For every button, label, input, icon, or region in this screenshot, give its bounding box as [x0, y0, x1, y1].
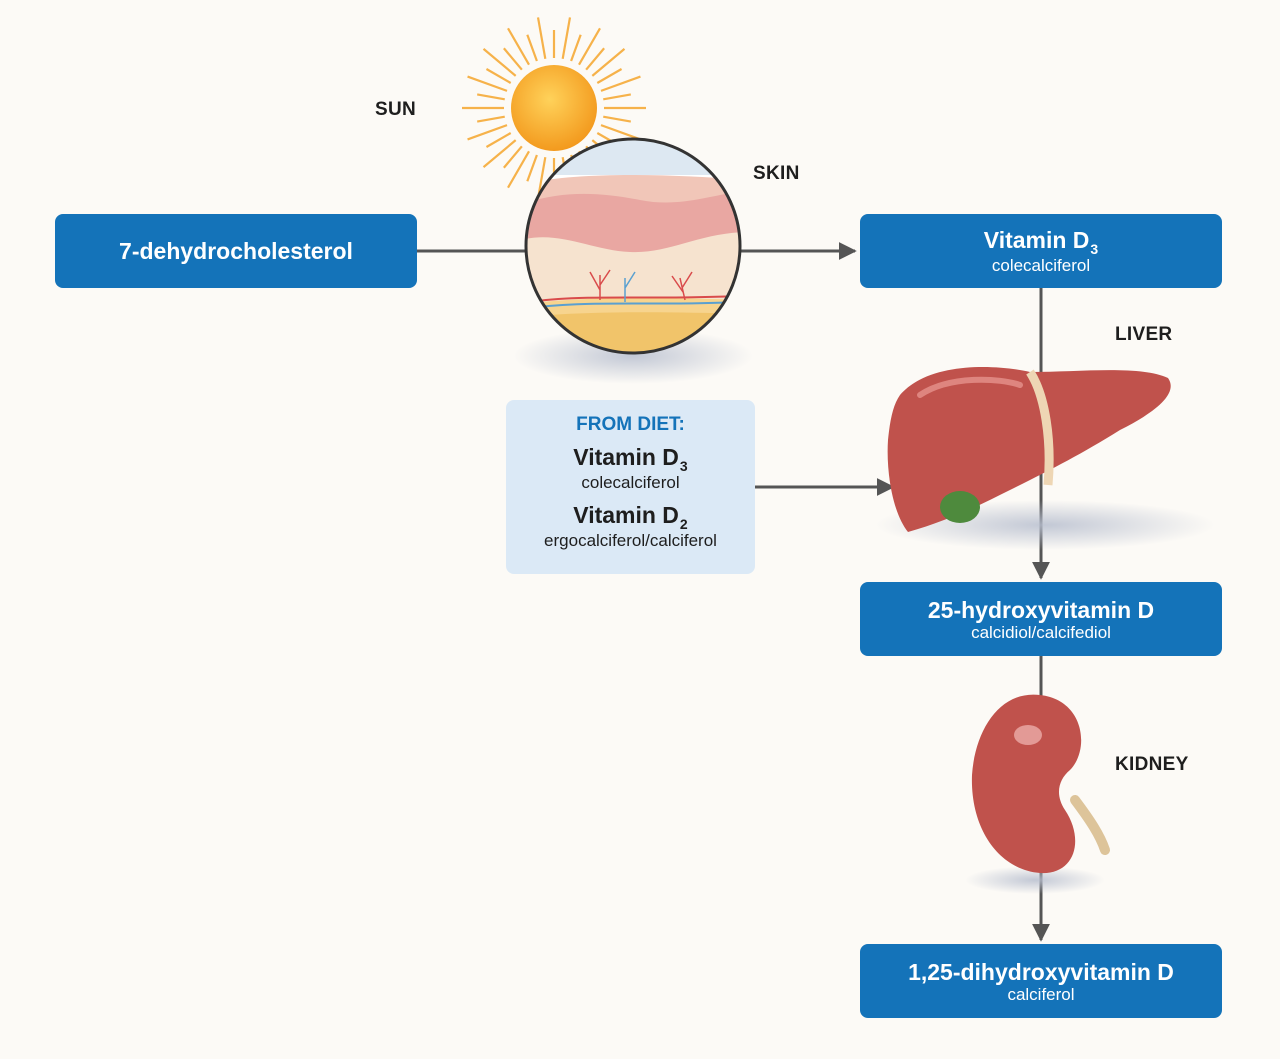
- diet-panel: FROM DIET: Vitamin D3 colecalciferol Vit…: [506, 400, 755, 574]
- kidney-icon: [965, 694, 1110, 894]
- precursor-box: 7-dehydrocholesterol: [55, 214, 417, 288]
- vitamin-d3-box: Vitamin D3 colecalciferol: [860, 214, 1222, 288]
- sun-ray: [526, 154, 538, 182]
- diet-item-d3-title: Vitamin D3: [573, 444, 688, 474]
- sun-ray: [485, 68, 512, 84]
- vitamin-d3-subtitle: colecalciferol: [991, 256, 1091, 275]
- skin-cross-section-icon: [513, 137, 753, 384]
- dihydroxyvitamin-box: 1,25-dihydroxyvitamin D calciferol: [860, 944, 1222, 1018]
- dihydroxyvitamin-subtitle: calciferol: [1007, 984, 1075, 1004]
- sun-ray: [507, 27, 530, 66]
- sun-ray: [485, 132, 512, 148]
- sun-ray: [596, 68, 623, 84]
- sun-ray: [503, 145, 523, 169]
- kidney-label: KIDNEY: [1115, 754, 1189, 775]
- liver-label: LIVER: [1115, 324, 1173, 345]
- precursor-title: 7-dehydrocholesterol: [119, 238, 353, 264]
- hydroxyvitamin-title: 25-hydroxyvitamin D: [927, 596, 1155, 623]
- sun-ray: [603, 93, 632, 101]
- sun-ray: [503, 47, 523, 71]
- sun-ray: [591, 48, 626, 77]
- sun-ray: [482, 48, 517, 77]
- sun-ray: [600, 124, 641, 141]
- sun-ray: [526, 34, 538, 62]
- sun-ray: [570, 34, 582, 62]
- diet-heading: FROM DIET:: [576, 414, 685, 435]
- liver-icon: [875, 366, 1215, 550]
- sun-ray: [507, 150, 530, 189]
- diet-item-d2-title: Vitamin D2: [573, 502, 688, 532]
- sun-ray: [578, 27, 601, 66]
- diet-item-d2-subtitle: ergocalciferol/calciferol: [544, 531, 717, 550]
- hydroxyvitamin-box: 25-hydroxyvitamin D calcidiol/calcifedio…: [860, 582, 1222, 656]
- sun-ray: [536, 17, 547, 59]
- sun-ray: [467, 75, 508, 92]
- sun-ray: [603, 115, 632, 123]
- skin-label: SKIN: [753, 163, 800, 184]
- sun-ray: [476, 93, 505, 101]
- sun-ray: [561, 17, 572, 59]
- sun-label: SUN: [375, 99, 417, 120]
- sun-ray: [585, 47, 605, 71]
- hydroxyvitamin-subtitle: calcidiol/calcifediol: [971, 622, 1111, 642]
- sun-ray: [476, 115, 505, 123]
- dihydroxyvitamin-title: 1,25-dihydroxyvitamin D: [908, 958, 1174, 985]
- vitamin-d3-title: Vitamin D3: [983, 227, 1099, 257]
- sun-ray: [467, 124, 508, 141]
- sun-ray: [600, 75, 641, 92]
- diet-item-d3-subtitle: colecalciferol: [581, 473, 680, 492]
- sun-ray: [482, 139, 517, 168]
